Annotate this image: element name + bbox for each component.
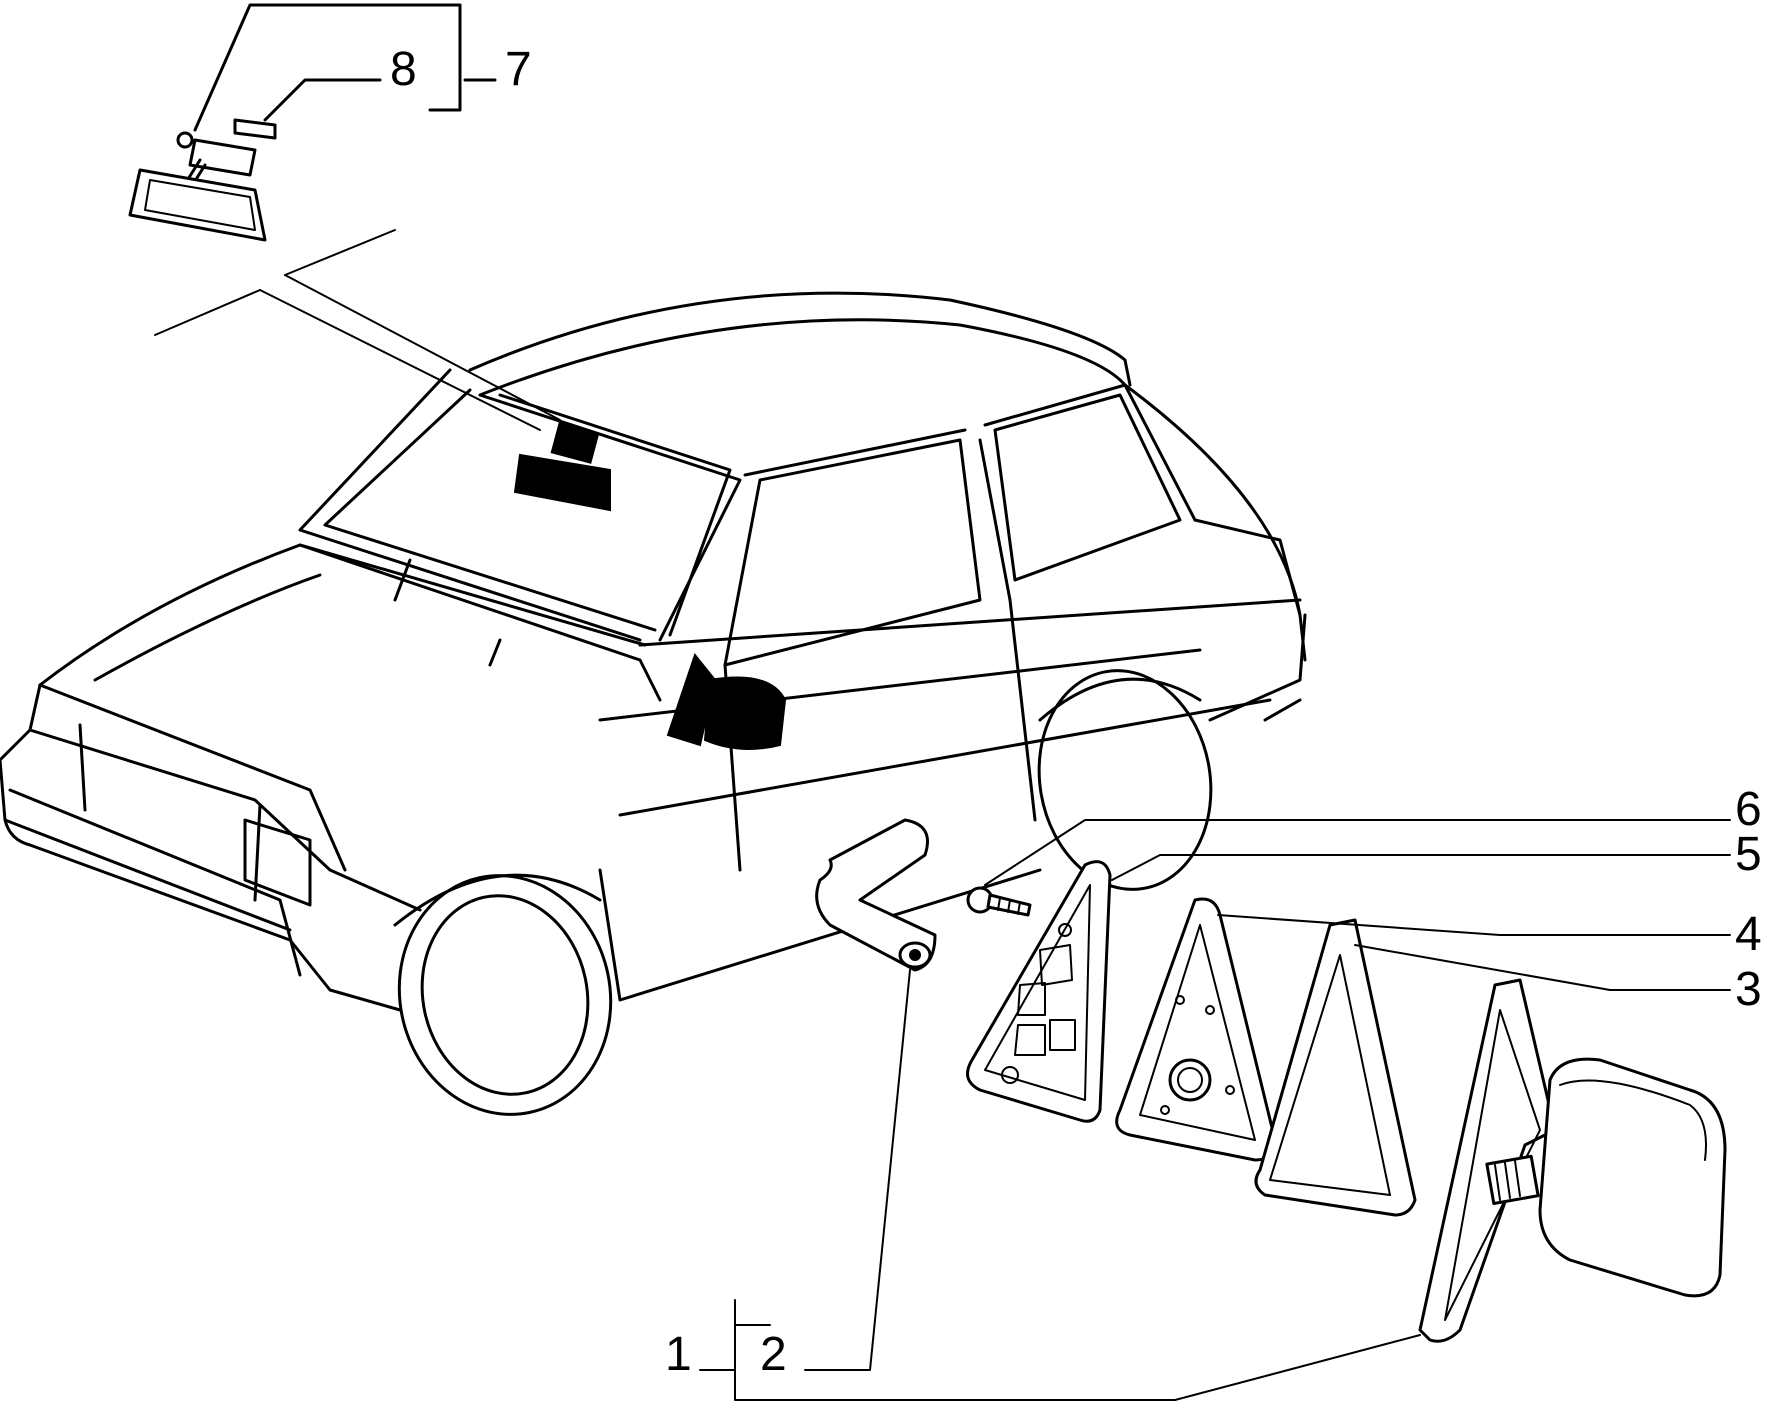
callout-1: 1 [665,1328,692,1381]
leader-6 [984,819,1731,886]
part-2-cable [815,818,937,972]
part-4-gasket [1115,897,1277,1162]
door-mirror-on-car [666,652,787,750]
part-6-screw [966,886,1032,917]
part-5-mounting-plate [966,860,1112,1123]
callout-2: 2 [760,1328,787,1381]
leader-5 [1111,854,1731,881]
bracket-1 [734,1324,1421,1401]
interior-mirror-on-car [513,422,611,512]
leader-to-interior-mirror-2 [284,274,561,421]
leader-4 [1217,914,1731,936]
part-1-door-mirror [1418,978,1727,1343]
leader-8 [263,78,382,122]
inset-bracket-line [154,229,396,336]
car-outline [0,291,1307,1116]
interior-mirror-assembly [128,118,277,242]
callout-8: 8 [390,43,417,96]
callout-4: 4 [1735,908,1762,961]
leader-3 [1354,944,1731,991]
leader-to-interior-mirror [259,289,541,431]
part-3-seal-frame [1254,918,1417,1217]
leader-2 [804,969,911,1371]
callout-3: 3 [1735,963,1762,1016]
bracket-7 [193,3,462,132]
callout-7: 7 [505,43,532,96]
callout-6: 6 [1735,783,1762,836]
callout-5: 5 [1735,828,1762,881]
